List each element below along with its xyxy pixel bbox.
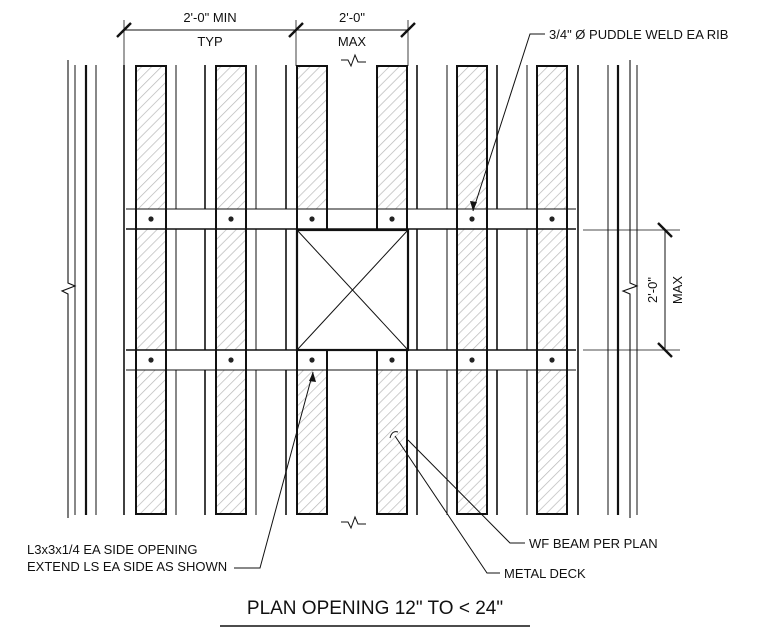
rib-6 <box>536 65 568 515</box>
leaders <box>234 33 545 574</box>
angle-callout-line2: EXTEND LS EA SIDE AS SHOWN <box>27 559 227 574</box>
leader-arrows <box>309 201 477 382</box>
rib-4-bottom <box>376 349 408 515</box>
drawing-title: PLAN OPENING 12" TO < 24" <box>247 598 503 619</box>
wf-beams <box>135 65 568 515</box>
opening-height-dimension: 2'-0" <box>645 277 660 303</box>
beam-tag-mark <box>389 431 399 439</box>
break-lines <box>60 53 639 530</box>
angle-bottom <box>126 349 576 371</box>
rib-2 <box>215 65 247 515</box>
rib-spacing-note: TYP <box>197 34 222 49</box>
opening <box>295 228 410 352</box>
puddle-welds <box>148 216 555 363</box>
rib-edges-at-angles <box>135 209 568 370</box>
rib-1 <box>135 65 167 515</box>
opening-width-note: MAX <box>338 34 367 49</box>
angle-callout-line1: L3x3x1/4 EA SIDE OPENING <box>27 542 198 557</box>
dimension-lines <box>116 20 680 358</box>
opening-width-dimension: 2'-0" <box>339 10 365 25</box>
rib-3-top <box>296 65 328 231</box>
puddle-weld-callout: 3/4" Ø PUDDLE WELD EA RIB <box>549 27 728 42</box>
rib-5 <box>456 65 488 515</box>
angle-top <box>126 208 576 230</box>
metal-deck <box>74 65 638 515</box>
rib-4-top <box>376 65 408 231</box>
opening-height-note: MAX <box>670 276 685 305</box>
wf-beam-callout: WF BEAM PER PLAN <box>529 536 658 551</box>
metal-deck-callout: METAL DECK <box>504 566 586 581</box>
rib-spacing-dimension: 2'-0" MIN <box>183 10 236 25</box>
